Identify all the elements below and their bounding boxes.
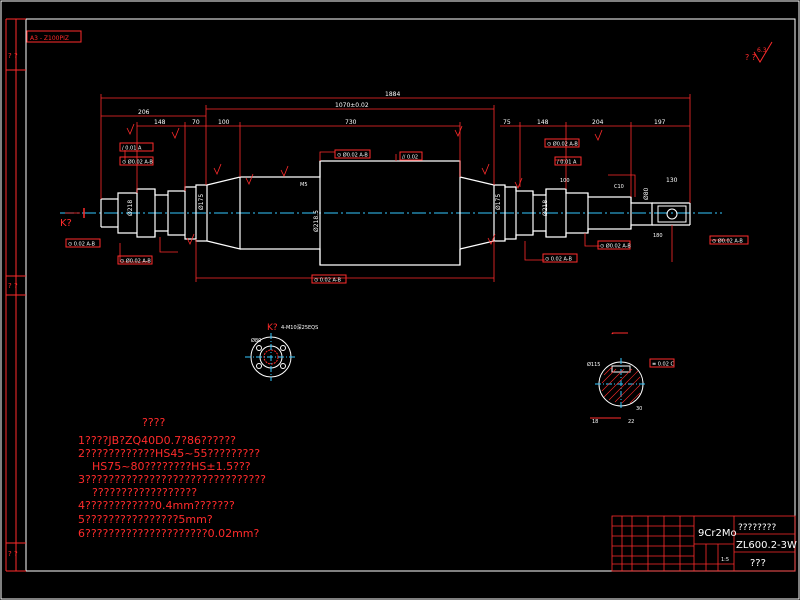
section-d3: 30 bbox=[636, 406, 642, 412]
section-d1: 18 bbox=[592, 419, 598, 425]
title-material: 9Cr2Mo bbox=[698, 528, 737, 539]
label-flat: C10 bbox=[614, 184, 624, 190]
roughness-icon bbox=[753, 41, 773, 63]
dim-148-left: 148 bbox=[154, 119, 166, 126]
title-company: ??? bbox=[750, 558, 766, 569]
tol-frame: ⊙ Ø0.02 A-B bbox=[122, 159, 153, 166]
title-block bbox=[611, 515, 796, 572]
tol-frame: // 0.02 bbox=[402, 155, 418, 161]
tol-frame: / 0.01 A bbox=[122, 146, 142, 152]
tol-frame: ⊙ Ø0.02 A-B bbox=[547, 141, 578, 148]
section-dia: Ø115 bbox=[587, 361, 600, 368]
dim-730: 730 bbox=[345, 119, 357, 126]
note-line: 6?????????????????????0.02mm? bbox=[78, 527, 260, 540]
center-hole bbox=[666, 208, 678, 220]
roughness-marks bbox=[126, 123, 603, 245]
dim-148-right: 148 bbox=[537, 119, 549, 126]
tol-frame: ⊙ 0.02 A-B bbox=[314, 278, 341, 284]
margin-label: ? ? bbox=[8, 550, 18, 558]
dim-180: 180 bbox=[653, 233, 663, 239]
dim-204: 204 bbox=[592, 119, 604, 126]
label-body-dia: Ø218.5 bbox=[313, 210, 320, 232]
dim-75: 75 bbox=[503, 119, 511, 126]
tol-frame: / 0.01 A bbox=[557, 160, 577, 166]
detail-k-subtitle: 4-M10深25EQS bbox=[281, 324, 318, 331]
drawing-tag: A3 - Z100PIZ bbox=[30, 35, 69, 42]
label-taper-left: Ø175 bbox=[198, 194, 205, 210]
drawing-tag-box bbox=[26, 30, 82, 43]
detail-k-view: K? 4-M10深25EQS Ø80 bbox=[245, 323, 318, 381]
dim-100: 100 bbox=[218, 119, 230, 126]
section-tol: ≡ 0.02 C bbox=[652, 362, 675, 368]
tol-frame: ⊙ 0.02 A-B bbox=[68, 242, 95, 248]
title-part-name: ???????? bbox=[738, 523, 776, 533]
section-title: - bbox=[611, 330, 614, 338]
note-line: 5????????????????5mm? bbox=[78, 513, 213, 526]
title-scale: 1:5 bbox=[721, 557, 729, 563]
dim-journal-span: 1070±0.02 bbox=[335, 102, 369, 109]
note-line: ?????????????????? bbox=[78, 486, 198, 499]
tol-frame: ⊙ Ø0.02 A-B bbox=[712, 238, 743, 245]
roughness-label: ? ? bbox=[745, 53, 756, 62]
keyway-slot bbox=[657, 205, 687, 223]
dim-overall-length: 1884 bbox=[385, 91, 400, 98]
margin-label: ? ? bbox=[8, 282, 18, 290]
note-line: HS75~80????????HS±1.5??? bbox=[78, 460, 251, 473]
tolerance-frames: / 0.01 A ⊙ Ø0.02 A-B ⊙ Ø0.02 A-B // 0.02… bbox=[65, 138, 749, 284]
note-line: 4????????????0.4mm??????? bbox=[78, 499, 235, 512]
note-line: 3??????????????????????????????? bbox=[78, 473, 266, 486]
label-thread-left: Ø218 bbox=[127, 200, 134, 216]
section-d2: 22 bbox=[628, 419, 634, 425]
tol-frame: ⊙ Ø0.02 A-B bbox=[120, 258, 151, 265]
margin-label: ? ? bbox=[8, 52, 18, 60]
title-drawing-no: ZL600.2-3W bbox=[736, 540, 797, 551]
tol-frame: ⊙ Ø0.02 A-B bbox=[337, 152, 368, 159]
note-line: 2????????????HS45~55????????? bbox=[78, 447, 261, 460]
detail-k-dia: Ø80 bbox=[251, 337, 261, 344]
label-taper-right: Ø175 bbox=[495, 194, 502, 210]
dim-m5: M5 bbox=[300, 182, 308, 188]
label-thread-right: Ø218 bbox=[542, 200, 549, 216]
dim-130: 130 bbox=[666, 177, 678, 184]
detail-k-title: K? bbox=[267, 323, 278, 333]
dim-197: 197 bbox=[654, 119, 666, 126]
note-line: 1????JB?ZQ40D0.7?86?????? bbox=[78, 434, 237, 447]
shaft-main-view: K? 1884 1070±0.02 206 148 70 100 730 75 … bbox=[60, 91, 749, 284]
notes-heading: ???? bbox=[142, 416, 166, 429]
section-marker-k: K? bbox=[60, 218, 72, 229]
label-end-dia: Ø80 bbox=[643, 187, 650, 200]
detail-section-view: - Ø115 ≡ 0.02 C 18 22 30 bbox=[587, 330, 675, 425]
dim-100-mid: 100 bbox=[560, 178, 570, 184]
tol-frame: ⊙ 0.02 A-B bbox=[545, 257, 572, 263]
dim-70: 70 bbox=[192, 119, 200, 126]
dim-left-shoulder: 206 bbox=[138, 109, 150, 116]
tol-frame: ⊙ Ø0.02 A-B bbox=[600, 243, 631, 250]
roughness-value: 6.3 bbox=[757, 47, 767, 54]
